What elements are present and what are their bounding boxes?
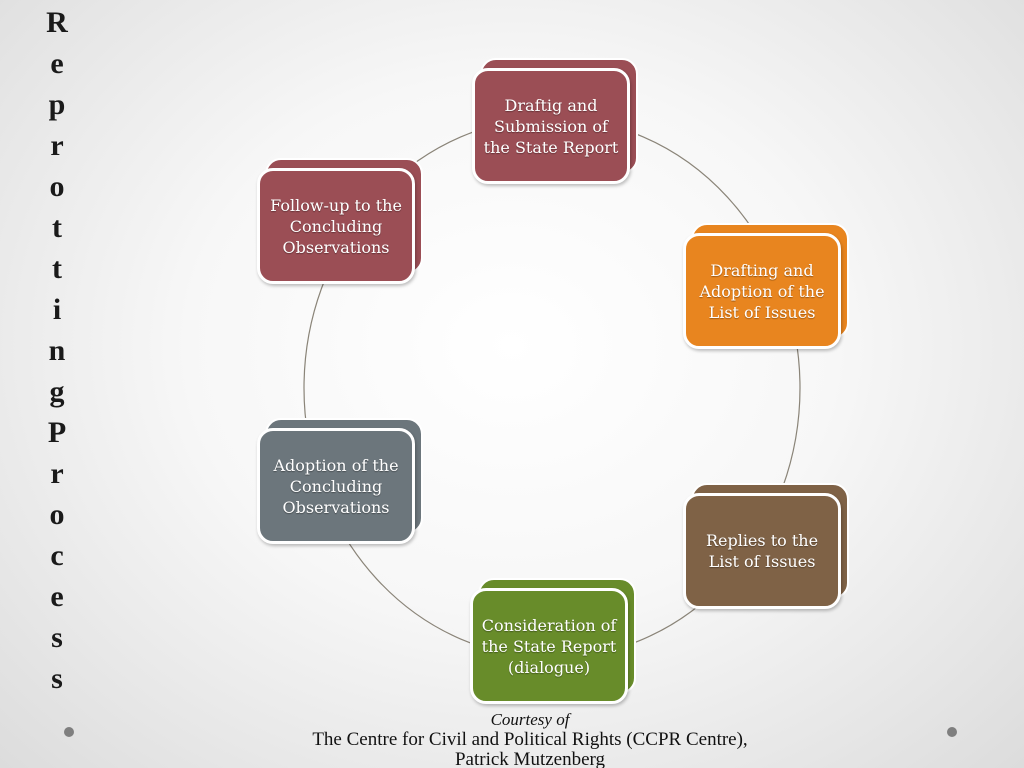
courtesy-label: Courtesy of xyxy=(490,710,570,729)
step-face: Draftig and Submission of the State Repo… xyxy=(472,68,630,184)
step-label: Follow-up to the Concluding Observations xyxy=(270,195,402,257)
step-face: Follow-up to the Concluding Observations xyxy=(257,168,415,284)
step-face: Replies to the List of Issues xyxy=(683,493,841,609)
step-replies-list-of-issues: Replies to the List of Issues xyxy=(683,483,849,609)
step-label: Drafting and Adoption of the List of Iss… xyxy=(699,260,825,322)
step-drafting-adoption-list-of-issues: Drafting and Adoption of the List of Iss… xyxy=(683,223,849,349)
step-consideration-state-report: Consideration of the State Report (dialo… xyxy=(470,578,636,704)
step-face: Consideration of the State Report (dialo… xyxy=(470,588,628,704)
credit-author: Patrick Mutzenberg xyxy=(454,749,606,768)
step-adoption-concluding-observations: Adoption of the Concluding Observations xyxy=(257,418,423,544)
credit-organization: The Centre for Civil and Political Right… xyxy=(312,729,748,750)
step-drafting-submission-state-report: Draftig and Submission of the State Repo… xyxy=(472,58,638,184)
next-slide-dot[interactable] xyxy=(947,727,957,737)
step-label: Draftig and Submission of the State Repo… xyxy=(483,95,619,157)
step-label: Adoption of the Concluding Observations xyxy=(273,455,399,517)
step-follow-up-concluding-observations: Follow-up to the Concluding Observations xyxy=(257,158,423,284)
step-label: Consideration of the State Report (dialo… xyxy=(481,615,617,677)
step-label: Replies to the List of Issues xyxy=(705,531,819,571)
step-face: Drafting and Adoption of the List of Iss… xyxy=(683,233,841,349)
prev-slide-dot[interactable] xyxy=(64,727,74,737)
vertical-title: R e p r o t t i n g P r o c e s s xyxy=(46,6,68,695)
step-face: Adoption of the Concluding Observations xyxy=(257,428,415,544)
